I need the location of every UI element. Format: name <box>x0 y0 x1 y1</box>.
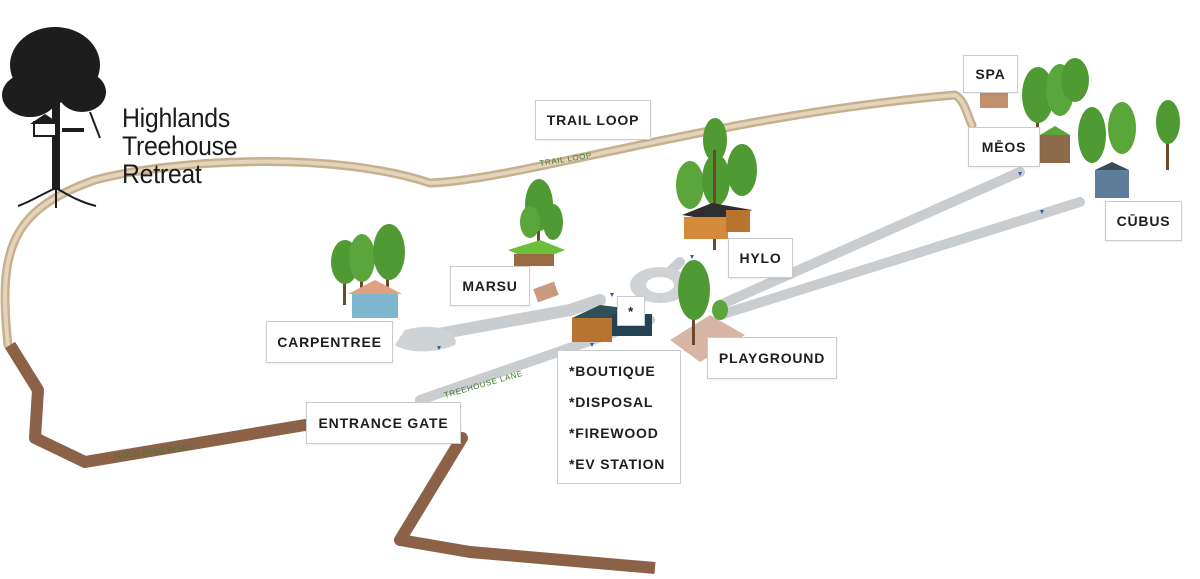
label-cubus[interactable]: CŪBUS <box>1105 201 1182 241</box>
label-meos[interactable]: MĒOS <box>968 127 1040 167</box>
amenity-item: *DISPOSAL <box>569 394 654 410</box>
amenity-item: *EV STATION <box>569 456 666 472</box>
brand-line-1: Highlands <box>122 103 230 133</box>
label-marsu[interactable]: MARSU <box>450 266 530 306</box>
cubus-trees <box>1078 100 1180 170</box>
treehouse-tree-icon <box>2 27 106 208</box>
path-markers <box>437 172 1044 350</box>
label-entrance-gate[interactable]: ENTRANCE GATE <box>306 402 461 444</box>
hub-marker[interactable]: * <box>617 296 645 326</box>
brand-name: Highlands Treehouse Retreat <box>122 103 238 189</box>
label-carpentree[interactable]: CARPENTREE <box>266 321 393 363</box>
label-spa[interactable]: SPA <box>963 55 1018 93</box>
amenity-item: *BOUTIQUE <box>569 363 656 379</box>
meos-house <box>1040 135 1070 163</box>
brand-line-2: Treehouse <box>122 131 238 161</box>
meos-trees <box>1022 58 1089 160</box>
hylo-trees <box>676 118 757 250</box>
trail-loop-road-text: TRAIL LOOP <box>539 151 593 168</box>
gold-mine-road-path <box>4 341 656 574</box>
label-playground[interactable]: PLAYGROUND <box>707 337 837 379</box>
spa-building <box>980 92 1008 108</box>
brand-line-3: Retreat <box>122 159 202 189</box>
playground-trees <box>678 260 728 345</box>
brand-logo: Highlands Treehouse Retreat <box>0 20 270 210</box>
label-hylo[interactable]: HYLO <box>728 238 793 278</box>
amenities-list: *BOUTIQUE *DISPOSAL *FIREWOOD *EV STATIO… <box>557 350 681 484</box>
marsu-trees <box>520 179 563 245</box>
carpentree-trees <box>331 224 405 305</box>
marsu-house <box>508 240 565 262</box>
label-trail-loop[interactable]: TRAIL LOOP <box>535 100 651 140</box>
carpentree-house <box>352 292 398 318</box>
amenity-item: *FIREWOOD <box>569 425 659 441</box>
cubus-house <box>1095 170 1129 198</box>
